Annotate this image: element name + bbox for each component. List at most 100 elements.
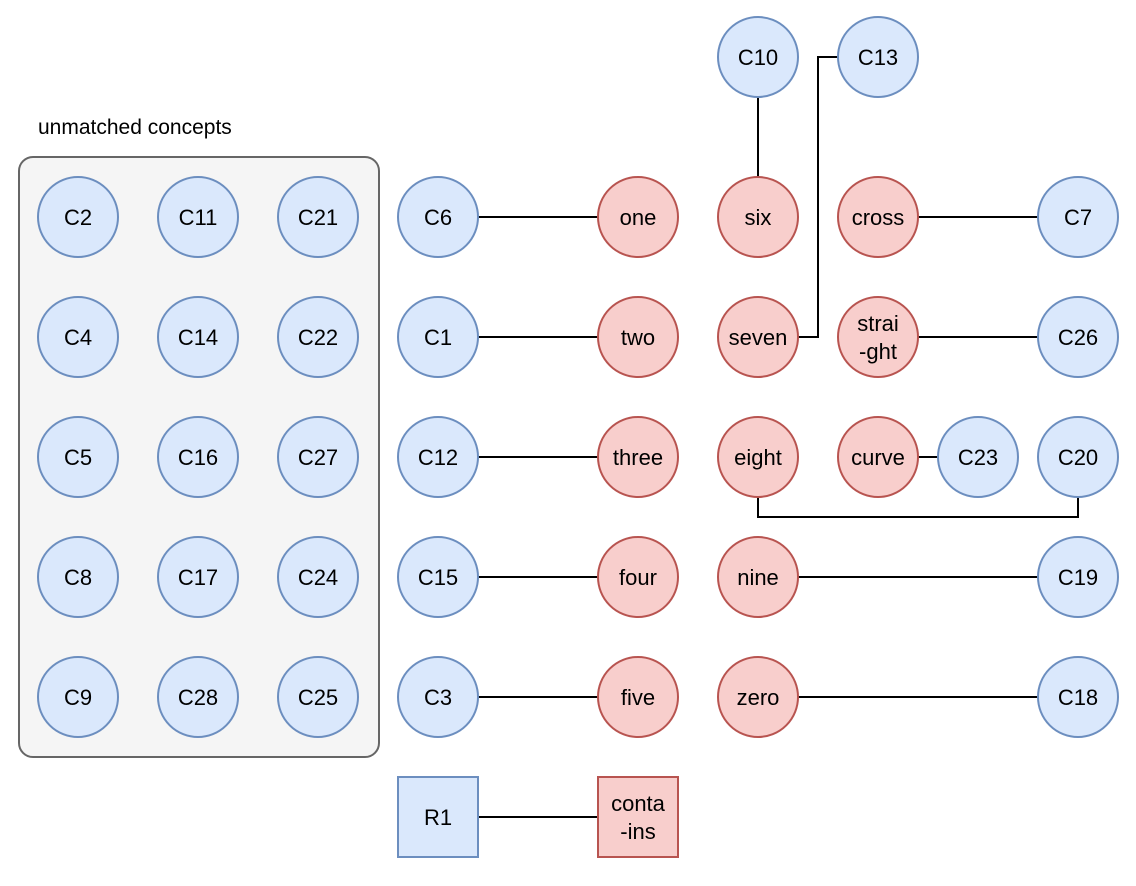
label-node-four[interactable]: four <box>597 536 679 618</box>
concept-text-c3: C3 <box>424 685 452 710</box>
concept-text-unmatched-c8: C8 <box>64 565 92 590</box>
concept-circle-unmatched-c2 <box>37 176 119 258</box>
concept-circle-c23 <box>937 416 1019 498</box>
concept-node-unmatched-c22[interactable]: C22 <box>277 296 359 378</box>
concept-text-unmatched-c14: C14 <box>178 325 218 350</box>
concept-node-c12[interactable]: C12 <box>397 416 479 498</box>
edge-eight-c20 <box>757 497 1079 518</box>
concept-circle-c3 <box>397 656 479 738</box>
concept-text-c19: C19 <box>1058 565 1098 590</box>
label-node-six[interactable]: six <box>717 176 799 258</box>
unmatched-group-title: unmatched concepts <box>38 116 232 139</box>
concept-text-unmatched-c16: C16 <box>178 445 218 470</box>
concept-node-c3[interactable]: C3 <box>397 656 479 738</box>
concept-node-c10[interactable]: C10 <box>717 16 799 98</box>
label-text-nine: nine <box>737 565 779 590</box>
concept-node-unmatched-c11[interactable]: C11 <box>157 176 239 258</box>
concept-circle-c18 <box>1037 656 1119 738</box>
concept-node-c6[interactable]: C6 <box>397 176 479 258</box>
concept-node-c7[interactable]: C7 <box>1037 176 1119 258</box>
concept-text-unmatched-c5: C5 <box>64 445 92 470</box>
label-node-three[interactable]: three <box>597 416 679 498</box>
concept-circle-unmatched-c17 <box>157 536 239 618</box>
concept-circle-c20 <box>1037 416 1119 498</box>
concept-text-c26: C26 <box>1058 325 1098 350</box>
concept-text-unmatched-c24: C24 <box>298 565 338 590</box>
concept-text-c1: C1 <box>424 325 452 350</box>
label-text-contains: conta-ins <box>611 791 666 844</box>
label-node-zero[interactable]: zero <box>717 656 799 738</box>
concept-node-c15[interactable]: C15 <box>397 536 479 618</box>
concept-node-unmatched-c5[interactable]: C5 <box>37 416 119 498</box>
label-node-cross[interactable]: cross <box>837 176 919 258</box>
concept-text-unmatched-c22: C22 <box>298 325 338 350</box>
label-text-curve: curve <box>851 445 905 470</box>
concept-text-c23: C23 <box>958 445 998 470</box>
concept-node-c23[interactable]: C23 <box>937 416 1019 498</box>
concept-node-unmatched-c14[interactable]: C14 <box>157 296 239 378</box>
label-node-one[interactable]: one <box>597 176 679 258</box>
concept-node-unmatched-c17[interactable]: C17 <box>157 536 239 618</box>
concept-text-unmatched-c4: C4 <box>64 325 92 350</box>
label-circle-curve <box>837 416 919 498</box>
concept-node-c13[interactable]: C13 <box>837 16 919 98</box>
concept-text-unmatched-c27: C27 <box>298 445 338 470</box>
concept-text-c18: C18 <box>1058 685 1098 710</box>
label-text-straight: strai-ght <box>857 311 899 364</box>
concept-node-c20[interactable]: C20 <box>1037 416 1119 498</box>
concept-circle-c12 <box>397 416 479 498</box>
concept-circle-unmatched-c11 <box>157 176 239 258</box>
concept-circle-unmatched-c16 <box>157 416 239 498</box>
label-node-contains[interactable]: conta-ins <box>597 776 679 858</box>
concept-circle-c6 <box>397 176 479 258</box>
concept-text-c10: C10 <box>738 45 778 70</box>
concept-node-c1[interactable]: C1 <box>397 296 479 378</box>
concept-node-c18[interactable]: C18 <box>1037 656 1119 738</box>
concept-node-unmatched-c8[interactable]: C8 <box>37 536 119 618</box>
concept-node-unmatched-c27[interactable]: C27 <box>277 416 359 498</box>
label-text-five: five <box>621 685 655 710</box>
label-node-curve[interactable]: curve <box>837 416 919 498</box>
concept-circle-unmatched-c5 <box>37 416 119 498</box>
label-circle-one <box>597 176 679 258</box>
concept-circle-unmatched-c28 <box>157 656 239 738</box>
concept-node-r1[interactable]: R1 <box>397 776 479 858</box>
concept-circle-c10 <box>717 16 799 98</box>
concept-circle-unmatched-c4 <box>37 296 119 378</box>
label-node-nine[interactable]: nine <box>717 536 799 618</box>
concept-node-unmatched-c2[interactable]: C2 <box>37 176 119 258</box>
concept-node-c26[interactable]: C26 <box>1037 296 1119 378</box>
label-circle-eight <box>717 416 799 498</box>
label-node-two[interactable]: two <box>597 296 679 378</box>
concept-node-unmatched-c16[interactable]: C16 <box>157 416 239 498</box>
label-circle-five <box>597 656 679 738</box>
concept-text-unmatched-c2: C2 <box>64 205 92 230</box>
concept-node-unmatched-c21[interactable]: C21 <box>277 176 359 258</box>
concept-text-c13: C13 <box>858 45 898 70</box>
concept-node-c19[interactable]: C19 <box>1037 536 1119 618</box>
label-node-eight[interactable]: eight <box>717 416 799 498</box>
label-circle-straight <box>837 296 919 378</box>
concept-node-unmatched-c25[interactable]: C25 <box>277 656 359 738</box>
edge-seven-c13 <box>798 56 838 338</box>
concept-circle-unmatched-c25 <box>277 656 359 738</box>
concept-node-unmatched-c4[interactable]: C4 <box>37 296 119 378</box>
label-node-five[interactable]: five <box>597 656 679 738</box>
concept-circle-unmatched-c24 <box>277 536 359 618</box>
concept-text-unmatched-c25: C25 <box>298 685 338 710</box>
concept-node-unmatched-c9[interactable]: C9 <box>37 656 119 738</box>
concept-circle-unmatched-c9 <box>37 656 119 738</box>
label-circle-two <box>597 296 679 378</box>
concept-node-unmatched-c24[interactable]: C24 <box>277 536 359 618</box>
label-text-seven: seven <box>729 325 788 350</box>
label-square-contains <box>597 776 679 858</box>
concept-node-unmatched-c28[interactable]: C28 <box>157 656 239 738</box>
concept-text-unmatched-c28: C28 <box>178 685 218 710</box>
label-circle-three <box>597 416 679 498</box>
label-node-seven[interactable]: seven <box>717 296 799 378</box>
label-node-straight[interactable]: strai-ght <box>837 296 919 378</box>
label-circle-seven <box>717 296 799 378</box>
label-circle-cross <box>837 176 919 258</box>
